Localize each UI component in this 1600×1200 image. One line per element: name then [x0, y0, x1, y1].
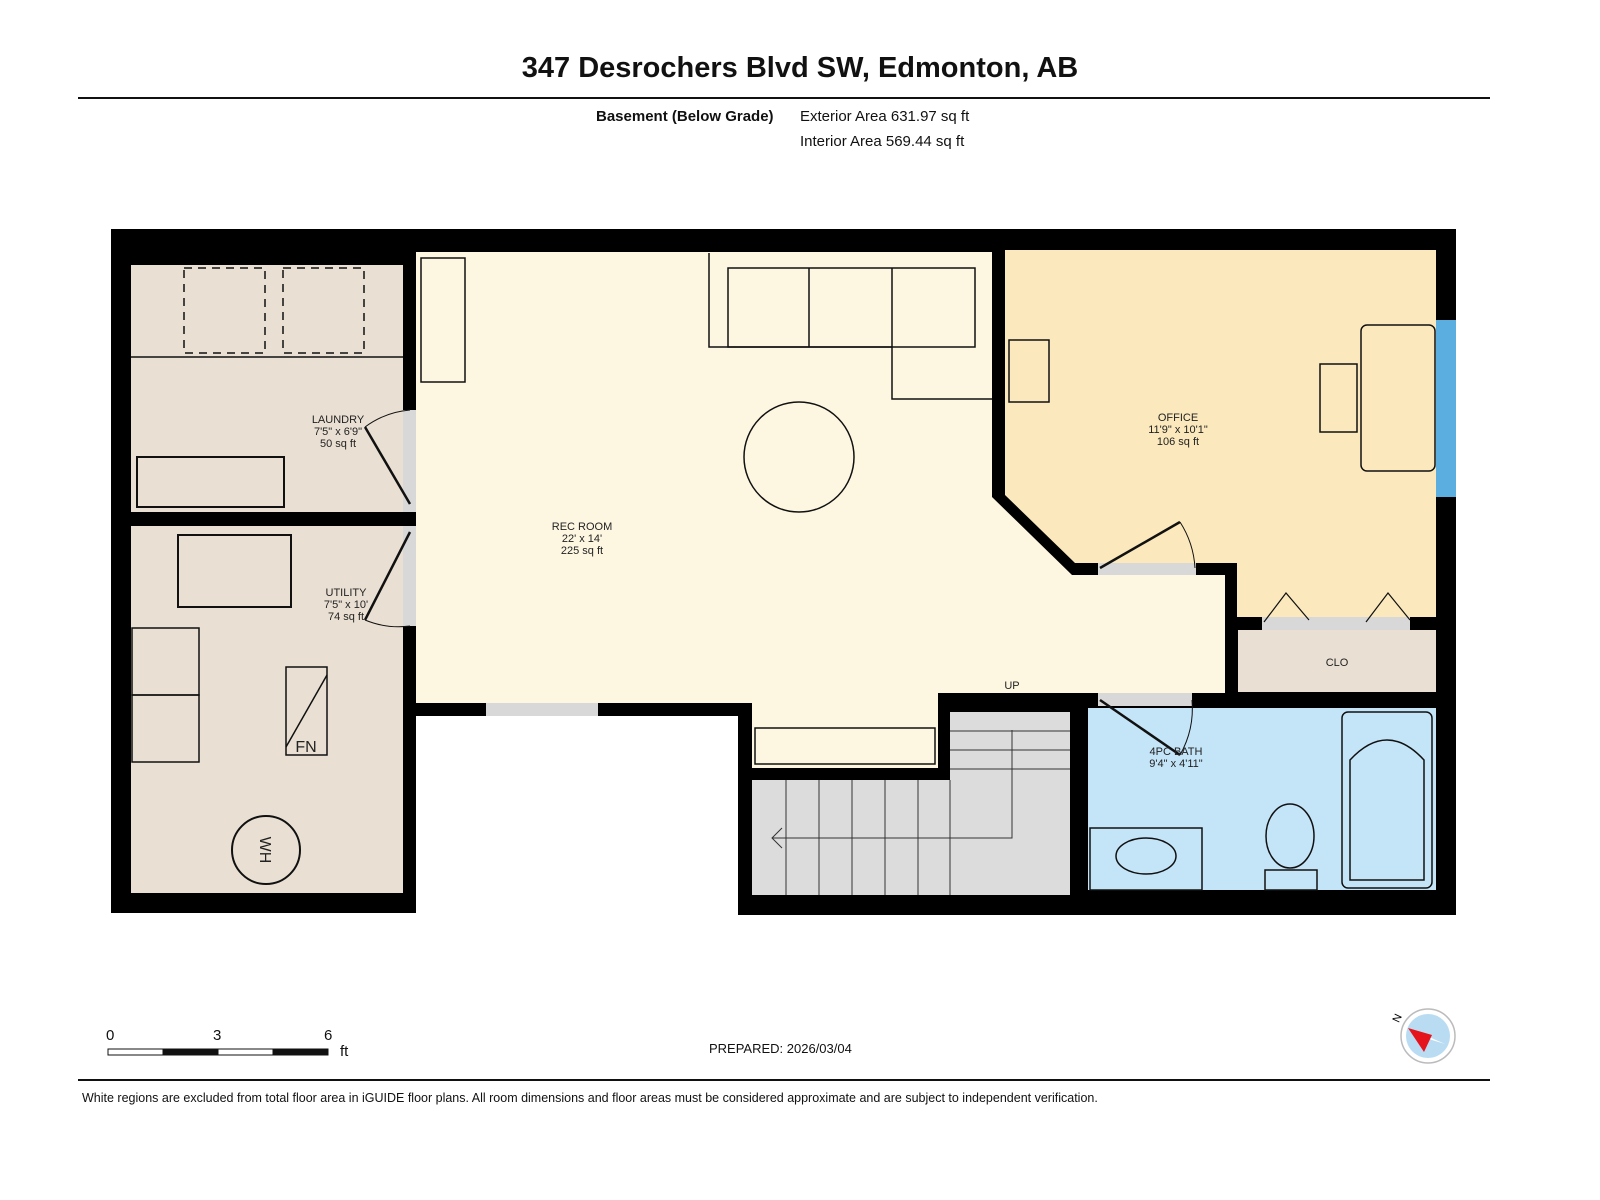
office-name: OFFICE: [1158, 412, 1198, 424]
scale-tick-3: 3: [213, 1027, 222, 1044]
furniture: [131, 253, 1436, 891]
window: [1436, 320, 1456, 497]
office-dims: 11'9" x 10'1": [1148, 424, 1208, 436]
room-office: [1005, 250, 1436, 617]
laundry-dims: 7'5" x 6'9": [314, 426, 362, 438]
interior-area: Interior Area 569.44 sq ft: [800, 133, 965, 150]
room-rec-room: [416, 252, 1225, 768]
footer-divider: [78, 1079, 1490, 1081]
laundry-name: LAUNDRY: [312, 414, 365, 426]
laundry-area: 50 sq ft: [320, 438, 356, 450]
bath-name: 4PC BATH: [1150, 746, 1203, 758]
stairs-upper: [950, 712, 1070, 895]
rec-room-dims: 22' x 14': [562, 533, 602, 545]
header-divider: [78, 97, 1490, 99]
rec-room-name: REC ROOM: [552, 521, 613, 533]
office-area: 106 sq ft: [1157, 436, 1199, 448]
room-bath: [1088, 708, 1436, 890]
disclaimer: White regions are excluded from total fl…: [82, 1091, 1098, 1105]
utility-name: UTILITY: [326, 587, 368, 599]
utility-area: 74 sq ft: [328, 611, 364, 623]
prepared-date: PREPARED: 2026/03/04: [709, 1041, 852, 1056]
room-closet: [1238, 630, 1436, 692]
door-swings: [363, 409, 1411, 757]
exterior-area: Exterior Area 631.97 sq ft: [800, 108, 970, 125]
scale-bar: [107, 1048, 329, 1056]
scale-tick-6: 6: [324, 1027, 333, 1044]
doors: [403, 410, 1410, 716]
scale-unit: ft: [340, 1043, 349, 1060]
page-title: 347 Desrochers Blvd SW, Edmonton, AB: [521, 52, 1079, 84]
stairs-label: UP: [1004, 680, 1019, 692]
water-heater-label: WH: [256, 837, 273, 864]
scale-tick-0: 0: [106, 1027, 115, 1044]
rec-room-area: 225 sq ft: [561, 545, 603, 557]
compass-icon: N: [1391, 1008, 1456, 1064]
furnace-label: FN: [295, 739, 316, 756]
room-utility: [131, 526, 403, 893]
stair-treads: [771, 730, 1070, 895]
floor-name: Basement (Below Grade): [596, 108, 774, 125]
room-laundry: [131, 265, 403, 512]
bath-dims: 9'4" x 4'11": [1149, 758, 1202, 770]
closet-name: CLO: [1326, 657, 1349, 669]
utility-dims: 7'5" x 10': [324, 599, 368, 611]
compass-north-label: N: [1391, 1012, 1405, 1024]
